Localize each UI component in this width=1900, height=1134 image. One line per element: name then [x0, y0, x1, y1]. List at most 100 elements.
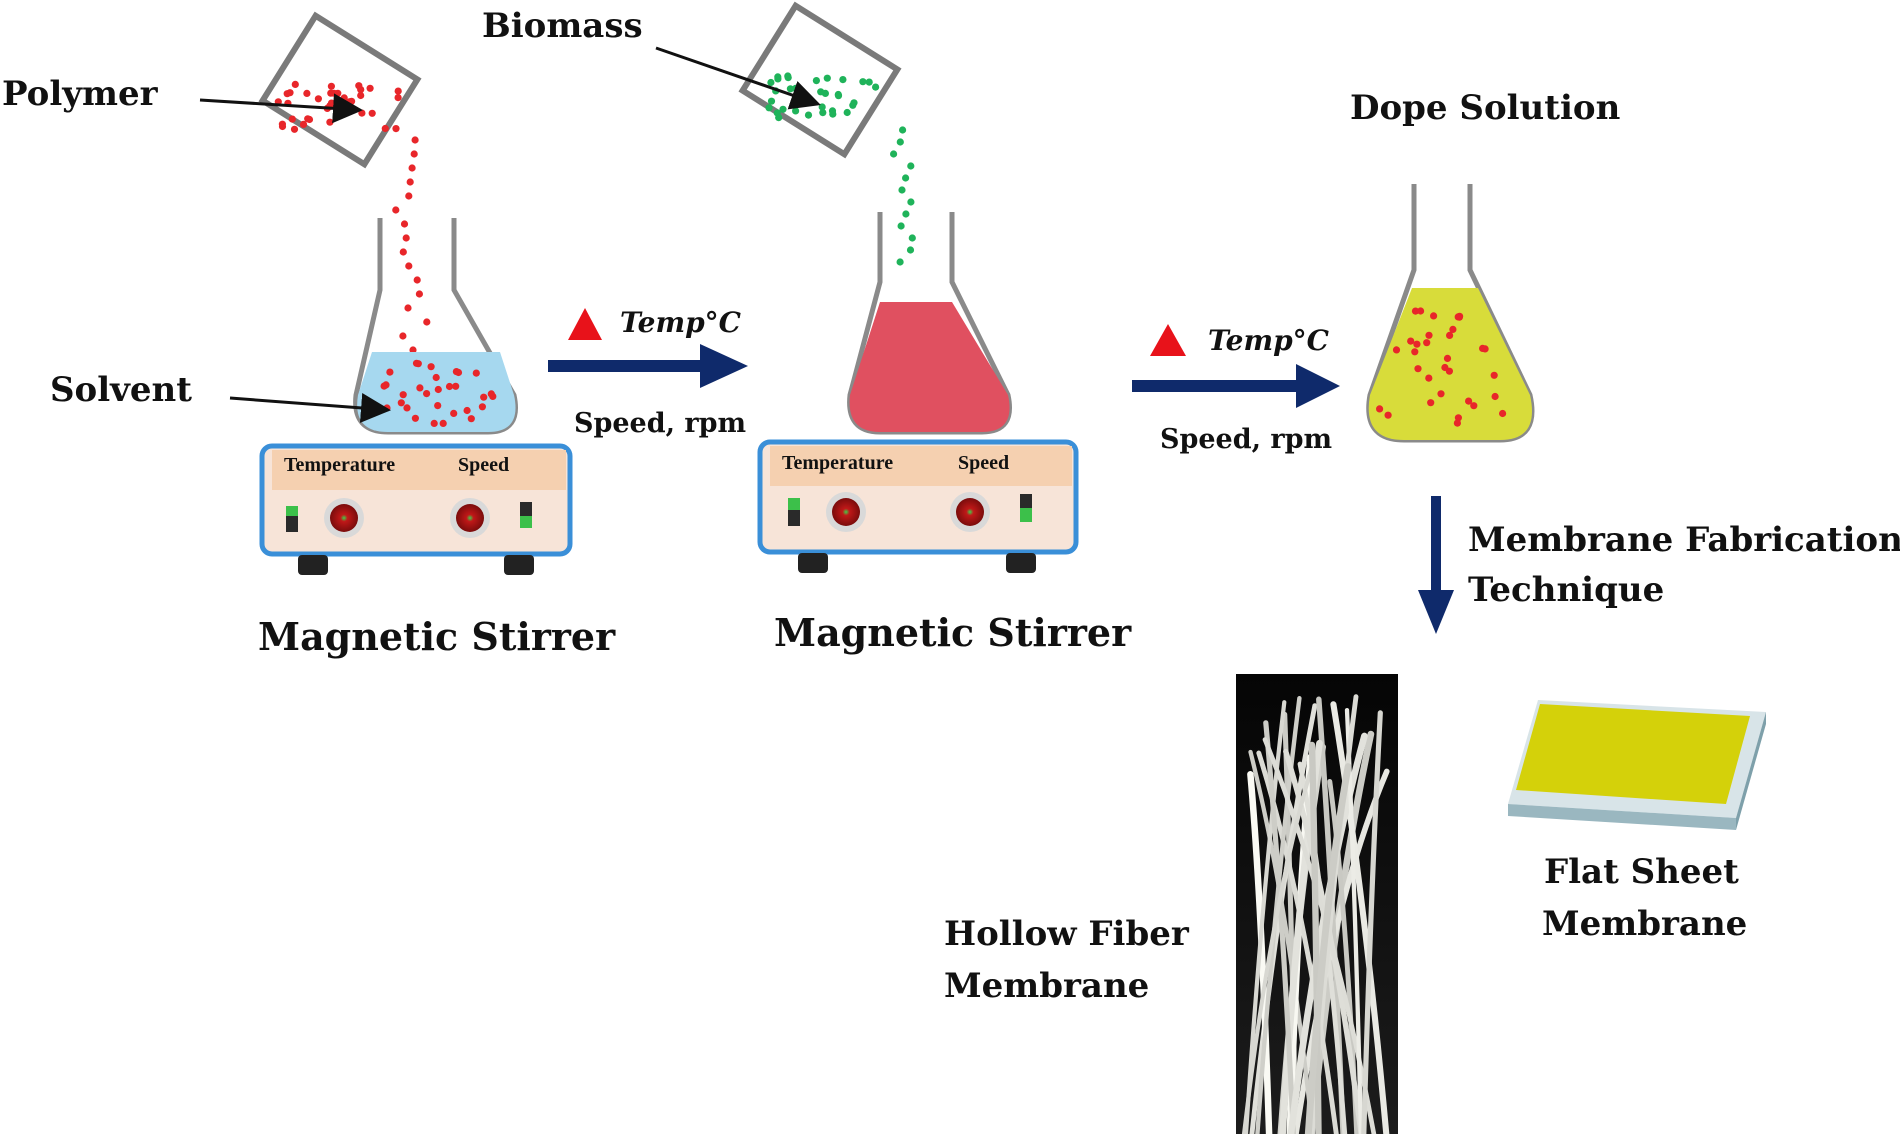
- polymer-particle: [326, 118, 334, 126]
- polymer-particle: [291, 80, 299, 88]
- hollow-fiber-strand: [1263, 720, 1296, 1134]
- biomass-particle: [819, 109, 827, 117]
- solvent-particle: [432, 373, 440, 382]
- solvent-particle: [416, 384, 424, 392]
- hollow-fiber-image: [1236, 674, 1398, 1134]
- biomass-particle: [896, 138, 904, 146]
- magnetic-stirrer-1: [259, 443, 573, 575]
- polymer-particle: [327, 99, 336, 107]
- polymer-particle: [404, 304, 412, 312]
- solvent-particle: [414, 360, 422, 368]
- polymer-particle: [290, 125, 299, 133]
- speed-label-1: Speed, rpm: [574, 408, 747, 439]
- solvent-particle: [427, 363, 435, 371]
- biomass-particle: [817, 88, 825, 96]
- dope-particle: [1427, 399, 1435, 407]
- polymer-particle: [405, 192, 413, 200]
- polymer-particle: [405, 262, 413, 270]
- polymer-particle: [330, 89, 338, 97]
- process-arrow-2: [1132, 364, 1340, 408]
- biomass-particle: [779, 105, 787, 113]
- biomass-particle: [812, 77, 821, 85]
- polymer-particle: [399, 332, 407, 340]
- temp-label-2: Temp°C: [1208, 324, 1329, 357]
- polymer-particle: [392, 206, 400, 214]
- dope-particle: [1384, 411, 1392, 419]
- polymer-particle: [278, 122, 287, 131]
- biomass-particle: [907, 198, 915, 206]
- polymer-particle: [288, 115, 296, 123]
- dope-particle: [1454, 313, 1462, 321]
- biomass-particle: [767, 78, 775, 87]
- biomass-particle: [792, 107, 800, 115]
- solvent-particle: [399, 391, 407, 399]
- hollow-fiber-strand: [1361, 710, 1383, 1134]
- biomass-particle: [899, 126, 907, 134]
- solvent-particle: [397, 399, 405, 407]
- polymer-particle: [394, 94, 402, 102]
- biomass-container: [738, 1, 902, 159]
- biomass-particle: [839, 76, 847, 84]
- biomass-particle: [823, 74, 831, 82]
- solvent-particle: [403, 404, 411, 412]
- solvent-particle: [386, 368, 394, 376]
- polymer-particle: [304, 115, 312, 123]
- polymer-particle: [314, 95, 322, 103]
- hollow-fiber-strand: [1330, 701, 1390, 1134]
- solvent-particle: [487, 390, 495, 398]
- polymer-particle: [368, 109, 376, 117]
- polymer-particle: [411, 136, 419, 144]
- biomass-particle: [829, 110, 837, 118]
- dope-particle: [1414, 365, 1422, 373]
- solvent-label: Solvent: [50, 370, 192, 410]
- dope-particle: [1411, 307, 1420, 315]
- stirrer-1-temperature-label: Temperature: [284, 454, 396, 476]
- solvent-particle: [430, 419, 438, 427]
- hollow-fiber-label-line2: Membrane: [944, 966, 1150, 1006]
- dope-particle: [1453, 419, 1461, 427]
- solvent-particle: [480, 393, 488, 401]
- biomass-particle: [896, 258, 904, 266]
- dope-particle: [1413, 340, 1421, 348]
- polymer-particle: [400, 220, 409, 228]
- polymer-particle: [399, 248, 407, 256]
- polymer-particle: [406, 178, 414, 186]
- magnetic-stirrer-2-label: Magnetic Stirrer: [774, 610, 1132, 655]
- heat-icon-2: [1150, 324, 1186, 356]
- dope-particle: [1465, 397, 1473, 405]
- biomass-particle: [796, 87, 804, 95]
- biomass-particle: [843, 108, 851, 117]
- dope-particle: [1392, 346, 1401, 354]
- dope-particle: [1407, 337, 1415, 345]
- biomass-particle: [818, 103, 826, 111]
- polymer-particle: [327, 82, 335, 90]
- stirrer-2-temperature-label: Temperature: [782, 452, 894, 474]
- flask-dope: [1366, 184, 1535, 443]
- polymer-particles: [274, 80, 431, 354]
- dope-particle: [1376, 405, 1384, 413]
- polymer-particle: [408, 164, 416, 172]
- fabrication-label-line1: Membrane Fabrication: [1468, 520, 1900, 560]
- polymer-particle: [303, 89, 311, 97]
- dope-particle: [1470, 402, 1478, 410]
- solvent-pointer: [229, 392, 391, 423]
- biomass-particle: [902, 210, 910, 218]
- biomass-particle: [765, 104, 773, 112]
- hollow-fiber-label-line1: Hollow Fiber: [944, 914, 1189, 954]
- polymer-particle: [394, 87, 402, 95]
- flat-sheet-label-line1: Flat Sheet: [1544, 852, 1739, 892]
- dope-particle: [1499, 409, 1507, 418]
- polymer-particle: [286, 89, 294, 97]
- biomass-particle: [897, 222, 905, 230]
- polymer-particle: [381, 124, 389, 133]
- polymer-particle: [402, 234, 410, 242]
- polymer-particle: [357, 86, 365, 94]
- dope-particle: [1437, 390, 1445, 398]
- biomass-particle: [907, 162, 915, 170]
- solvent-particle: [450, 409, 458, 417]
- process-arrow-1: [548, 344, 748, 388]
- hollow-fiber-strand: [1308, 741, 1322, 1134]
- solvent-particle: [463, 406, 471, 415]
- dope-particle: [1449, 325, 1457, 333]
- polymer-particle: [423, 318, 431, 326]
